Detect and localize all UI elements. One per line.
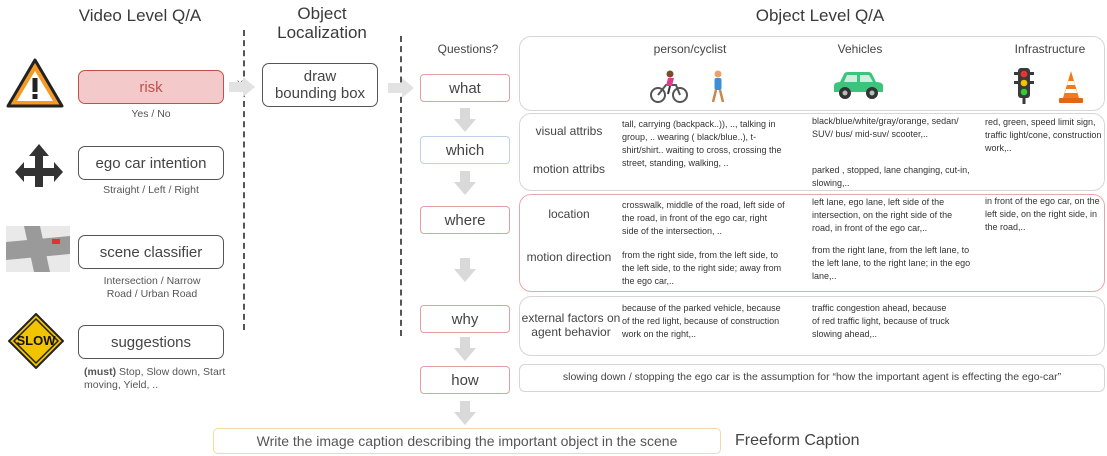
label-motion-direction: motion direction [526,250,612,264]
which-person: tall, carrying (backpack..)), .., talkin… [622,119,782,168]
slow-sign-text: SLOW [16,333,56,348]
direction-arrows-icon [14,142,64,188]
how-panel [519,364,1105,392]
arrow-right [229,77,255,97]
arrow-down [454,108,476,132]
suggestions-options: (must) Stop, Slow down, Start moving, Yi… [84,366,232,392]
label-motion-attribs: motion attribs [532,162,606,176]
traffic-light-icon [1013,68,1035,104]
slow-sign-icon: SLOW [7,312,65,370]
which-infrastructure: red, green, speed limit sign, traffic li… [985,117,1102,153]
car-icon [830,70,886,102]
video-level-header: Video Level Q/A [78,6,202,25]
ego-intention-options: Straight / Left / Right [103,184,199,196]
warning-icon [6,57,64,109]
cyclist-icon [650,70,688,104]
label-visual-attribs: visual attribs [535,124,603,138]
which-panel [519,113,1105,191]
where-vehicles-motion: from the right lane, from the left lane,… [812,245,971,281]
scene-classifier-options: Intersection / Narrow Road / Urban Road [103,275,201,300]
freeform-caption-label: Freeform Caption [735,432,860,449]
where-infrastructure: in front of the ego car, on the left sid… [985,196,1100,232]
column-header-vehicles: Vehicles [837,42,883,56]
suggestions-box: suggestions [78,325,224,359]
question-why: why [420,305,510,333]
where-person-location: crosswalk, middle of the road, left side… [622,200,785,236]
questions-header: Questions? [437,42,499,56]
object-localization-header: Object Localization [277,4,367,42]
intersection-icon [6,226,70,272]
arrow-down [454,171,476,195]
arrow-down [454,258,476,282]
question-which: which [420,136,510,164]
pedestrian-icon [708,70,728,104]
scene-classifier-box: scene classifier [78,235,224,269]
label-location: location [548,207,590,221]
question-where: where [420,206,510,234]
where-person-motion: from the right side, from the left side,… [622,250,782,286]
suggestions-text: Stop, Slow down, Start moving, Yield, .. [84,366,226,391]
which-vehicles-motion: parked , stopped, lane changing, cut-in,… [812,165,970,188]
where-panel [519,194,1105,292]
arrow-down [454,401,476,425]
column-header-person: person/cyclist [653,42,727,56]
what-panel [519,36,1105,111]
label-external-factors: external factors on agent behavior [521,311,621,339]
traffic-cone-icon [1058,70,1084,104]
caption-box: Write the image caption describing the i… [213,428,721,454]
risk-options: Yes / No [131,108,171,120]
question-what: what [420,74,510,102]
arrow-right [388,78,414,98]
arrow-down [454,337,476,361]
column-header-infrastructure: Infrastructure [1014,42,1086,56]
separator-line [243,30,245,330]
why-vehicles: traffic congestion ahead, because of red… [812,303,950,339]
risk-box: risk [78,70,224,104]
where-vehicles-location: left lane, ego lane, left side of the in… [812,197,953,233]
separator-line [400,36,402,336]
ego-intention-box: ego car intention [78,146,224,180]
object-level-header: Object Level Q/A [755,6,885,25]
which-vehicles-visual: black/blue/white/gray/orange, sedan/ SUV… [812,116,959,139]
question-how: how [420,366,510,394]
why-person: because of the parked vehicle, because o… [622,303,781,339]
suggestions-must: (must) [84,366,117,378]
why-panel [519,296,1105,356]
how-text: slowing down / stopping the ego car is t… [562,371,1062,383]
draw-bounding-box: draw bounding box [262,63,378,107]
